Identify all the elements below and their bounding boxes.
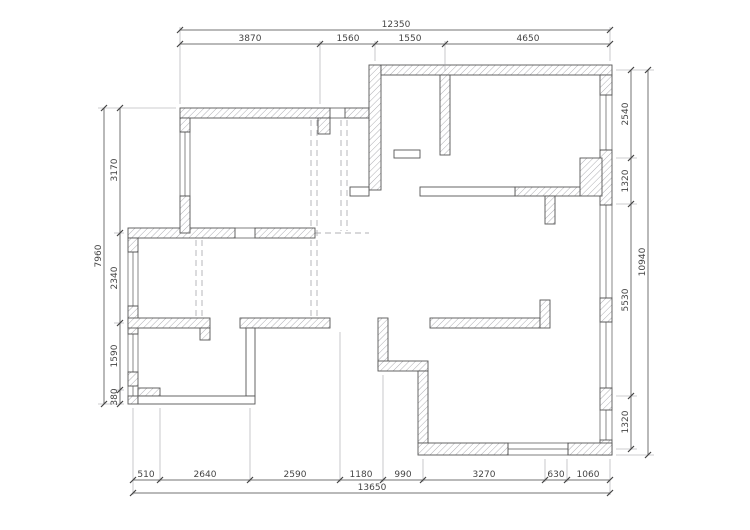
wall-block-bottom-left — [137, 387, 161, 397]
wall-stub-up — [539, 299, 551, 329]
dashed-lines — [195, 120, 369, 316]
windows — [127, 94, 613, 456]
dim-top-seg-2: 1560 — [337, 34, 360, 44]
dim-bottom-seg-2: 2640 — [194, 470, 217, 480]
wall-top-right — [380, 64, 613, 76]
wall-right-3 — [599, 297, 613, 323]
wall-middle-left-b — [254, 227, 316, 239]
dim-right-seg-1: 2540 — [621, 102, 631, 125]
window-left-2 — [127, 333, 139, 373]
window-right-2 — [599, 204, 613, 299]
dimension-lines — [103, 29, 649, 494]
dim-left-seg-2: 2340 — [110, 266, 120, 289]
dim-left-seg-3: 1590 — [110, 344, 120, 367]
thin-walls — [137, 149, 516, 405]
dim-left-total: 7960 — [94, 244, 104, 267]
wall-step-h — [377, 360, 429, 372]
thin-wall-bottom-left — [137, 395, 256, 405]
wall-stub-mid — [544, 195, 556, 225]
window-left-upper — [179, 131, 191, 197]
thin-wall-stub-a — [349, 186, 370, 197]
wall-top-left — [179, 107, 331, 119]
wall-bottom-b — [567, 442, 613, 456]
dim-bottom-seg-5: 990 — [394, 470, 411, 480]
window-left-3 — [127, 386, 139, 396]
wall-center-vertical — [368, 64, 382, 191]
wall-right-1 — [599, 74, 613, 96]
dim-bottom-total: 13650 — [358, 483, 387, 493]
dim-bottom-seg-3: 2590 — [284, 470, 307, 480]
wall-bottom-a — [417, 442, 509, 456]
dim-bottom-seg-4: 1180 — [350, 470, 373, 480]
dim-left-seg-4: 380 — [110, 388, 120, 405]
wall-interior-lower — [429, 317, 541, 329]
dim-left-seg-1: 3170 — [110, 158, 120, 181]
dimension-ticks — [100, 26, 652, 497]
wall-step-v1 — [377, 317, 389, 369]
wall-corner-block — [579, 157, 603, 197]
dim-right-seg-2: 1320 — [621, 169, 631, 192]
window-right-4 — [599, 410, 613, 440]
dimension-labels: 12350 3870 1560 1550 4650 510 2640 2590 … — [94, 20, 648, 493]
dim-right-seg-3: 5530 — [621, 288, 631, 311]
wall-mid-right — [514, 186, 581, 197]
wall-left-upper-a — [179, 117, 191, 133]
wall-lower-mid-b — [239, 317, 331, 329]
wall-left-upper-b — [179, 195, 191, 234]
wall-interior-top — [439, 74, 451, 156]
wall-step-v2 — [417, 370, 429, 444]
dim-top-seg-1: 3870 — [239, 34, 262, 44]
window-right-3 — [599, 321, 613, 389]
wall-stub — [317, 117, 331, 135]
dim-right-total: 10940 — [638, 247, 648, 276]
dim-bottom-seg-8: 1060 — [577, 470, 600, 480]
dim-bottom-seg-7: 630 — [547, 470, 564, 480]
thin-wall-vertical — [245, 327, 256, 397]
dim-bottom-seg-6: 3270 — [473, 470, 496, 480]
wall-left-lower-a — [127, 237, 139, 253]
wall-lower-mid-a — [127, 317, 211, 329]
wall-stub-lower — [199, 327, 211, 341]
wall-left-lower-d — [127, 395, 139, 405]
dim-top-seg-4: 4650 — [517, 34, 540, 44]
wall-right-4 — [599, 387, 613, 411]
window-right-1 — [599, 94, 613, 151]
dim-right-seg-4: 1320 — [621, 410, 631, 433]
wall-left-lower-c — [127, 371, 139, 387]
thin-wall-mid — [419, 186, 516, 197]
dim-top-total: 12350 — [382, 20, 411, 30]
dim-bottom-seg-1: 510 — [137, 470, 154, 480]
thin-wall-stub-b — [393, 149, 421, 159]
window-bottom — [507, 442, 569, 456]
window-left-1 — [127, 251, 139, 307]
wall-top-left-b — [344, 107, 370, 119]
dim-top-seg-3: 1550 — [399, 34, 422, 44]
openings — [235, 107, 345, 239]
